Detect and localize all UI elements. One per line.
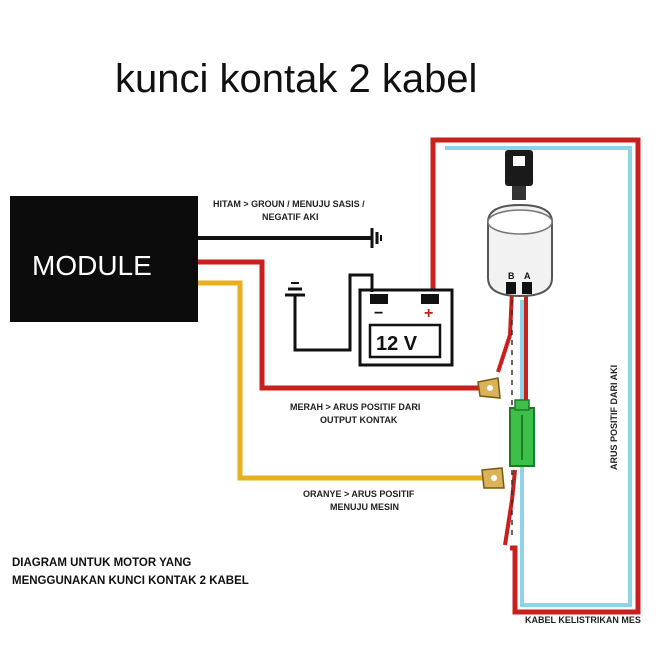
red-wire-label-2: OUTPUT KONTAK (320, 415, 398, 425)
orange-wire (198, 280, 485, 481)
footer-line-2: MENGGUNAKAN KUNCI KONTAK 2 KABEL (12, 575, 249, 587)
orange-wire-label-1: ORANYE > ARUS POSITIF (303, 489, 415, 499)
outline-loop (445, 146, 632, 607)
orange-wire-label-2: MENUJU MESIN (330, 502, 399, 512)
diagram-title: kunci kontak 2 kabel (115, 57, 477, 101)
ground-symbol-top (370, 228, 382, 248)
ignition-wire-b (496, 289, 514, 373)
module-box (10, 196, 198, 322)
red-wire (198, 259, 480, 391)
ignition-pin-b: B (508, 271, 515, 281)
engine-wire (503, 469, 517, 546)
right-vertical-label: ARUS POSITIF DARI AKI (609, 365, 619, 470)
battery-positive-symbol: + (424, 305, 433, 322)
orange-terminal (481, 467, 505, 489)
red-wire-label-1: MERAH > ARUS POSITIF DARI (290, 402, 420, 412)
red-terminal (477, 377, 501, 399)
ignition-switch (487, 150, 553, 298)
black-wire-label-2: NEGATIF AKI (262, 212, 319, 222)
black-wire-label-1: HITAM > GROUN / MENUJU SASIS / (213, 199, 365, 209)
battery-negative-symbol: − (374, 305, 383, 322)
bottom-wire-label: KABEL KELISTRIKAN MES (525, 615, 641, 625)
battery (358, 288, 454, 367)
module-label: MODULE (32, 250, 152, 281)
ignition-pin-a: A (524, 271, 531, 281)
red-wire-battery-loop (430, 137, 641, 615)
green-connector (509, 399, 535, 467)
battery-negative-wire (293, 273, 374, 352)
ground-symbol-battery (285, 282, 305, 297)
footer-line-1: DIAGRAM UNTUK MOTOR YANG (12, 557, 191, 569)
battery-voltage: 12 V (376, 333, 418, 355)
